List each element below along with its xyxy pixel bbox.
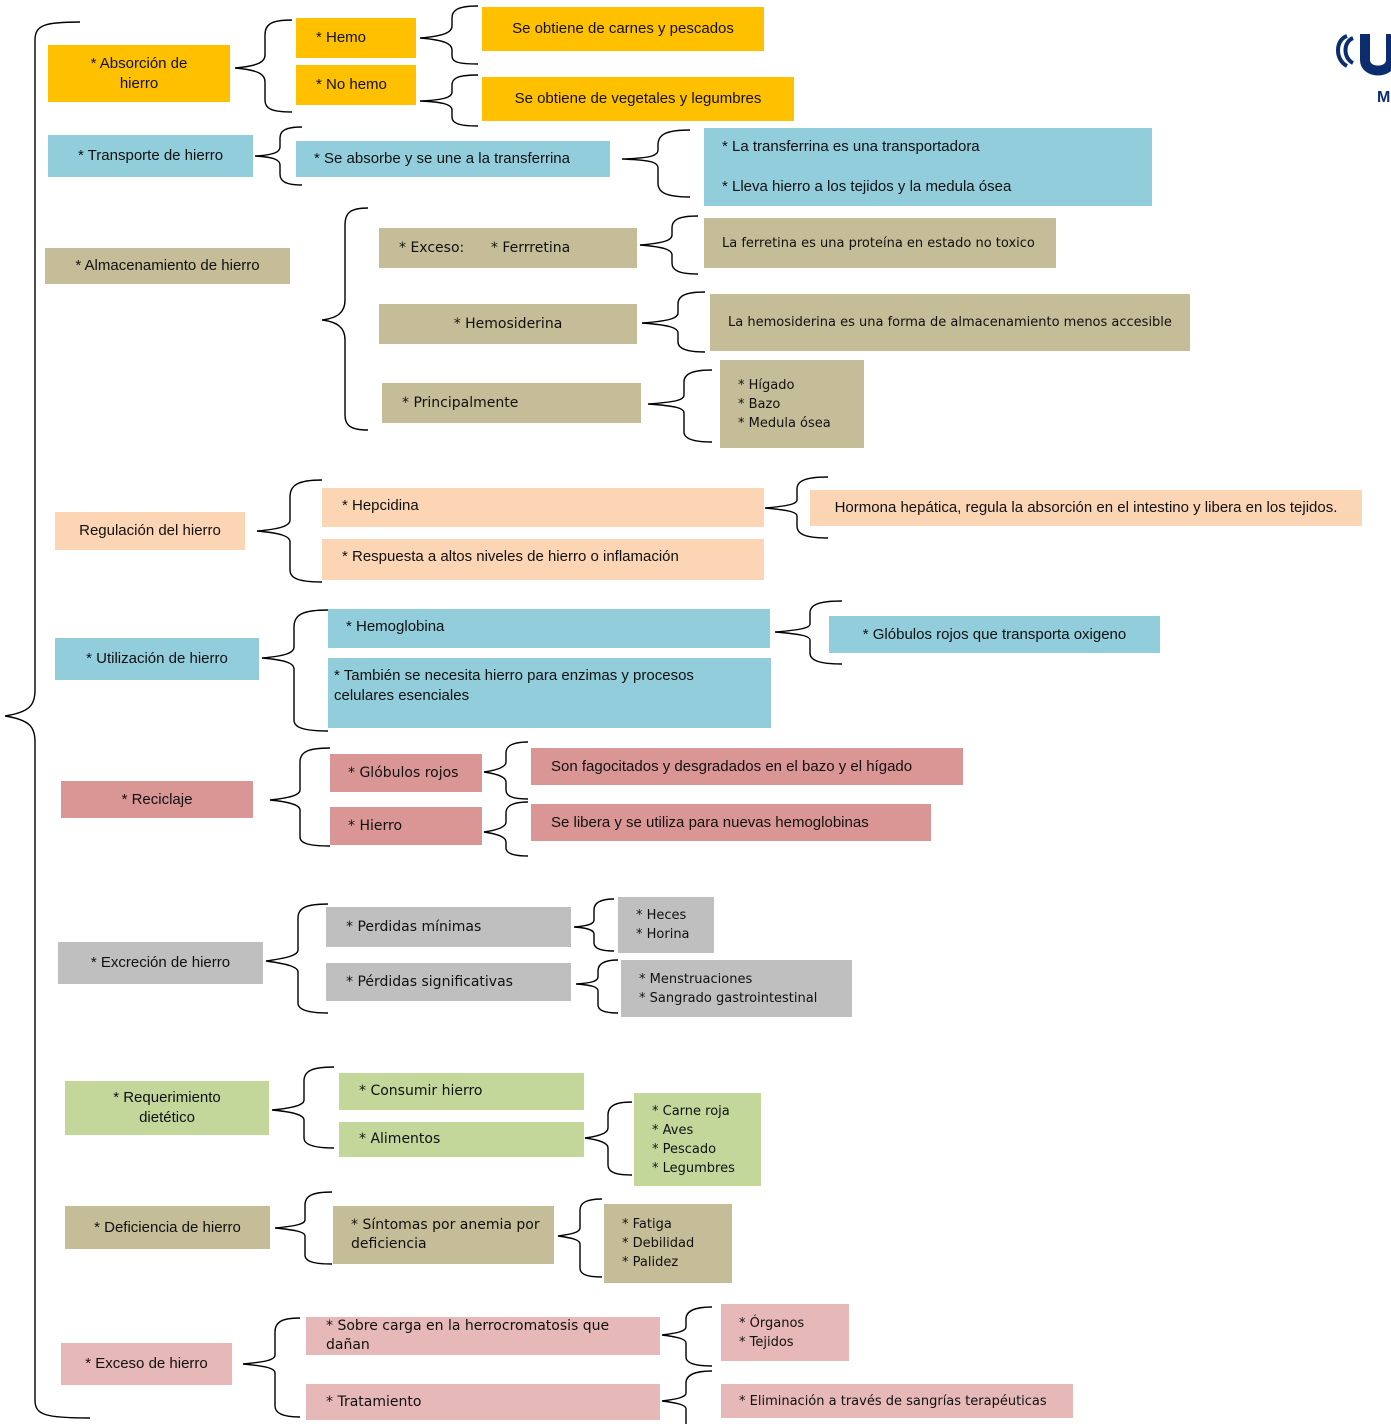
node-hierro-desc: Se libera y se utiliza para nuevas hemog… [531,804,931,841]
node-lugares: * Hígado * Bazo * Medula ósea [720,360,864,448]
node-hemosiderina-desc: La hemosiderina es una forma de almacena… [710,294,1190,351]
node-sintomas: * Síntomas por anemia por deficiencia [333,1206,554,1264]
node-globulos-rojos: * Glóbulos rojos [330,754,482,792]
node-requerimiento: * Requerimiento dietético [65,1081,269,1135]
node-minimas-desc: * Heces * Horina [618,897,714,953]
node-alimentos: * Alimentos [339,1122,584,1157]
node-excrecion: * Excreción de hierro [58,942,263,984]
node-enzimas: * También se necesita hierro para enzima… [328,658,771,728]
node-utilizacion: * Utilización de hierro [55,638,259,680]
node-hemo-desc: Se obtiene de carnes y pescados [482,7,764,51]
node-hemo: * Hemo [296,18,416,58]
node-hemoglobina-desc: * Glóbulos rojos que transporta oxigeno [829,616,1160,653]
node-exceso-ferretina: * Exceso: * Ferrretina [379,228,637,268]
node-exceso: * Exceso de hierro [61,1343,232,1385]
node-almacenamiento: * Almacenamiento de hierro [45,248,290,284]
node-hepcidina: * Hepcidina [322,488,764,527]
university-logo-icon: M [1333,26,1391,106]
node-hemosiderina: * Hemosiderina [379,304,637,344]
node-sintomas-desc: * Fatiga * Debilidad * Palidez [604,1204,732,1283]
node-deficiencia: * Deficiencia de hierro [65,1206,270,1249]
node-sobrecarga-desc: * Órganos * Tejidos [721,1304,849,1361]
node-hierro: * Hierro [330,807,482,845]
svg-text:M: M [1377,89,1390,106]
node-significativas-desc: * Menstruaciones * Sangrado gastrointest… [621,960,852,1017]
node-regulacion: Regulación del hierro [55,512,245,550]
node-no-hemo: * No hemo [296,65,416,105]
node-transporte-sub: * Se absorbe y se une a la transferrina [296,141,610,177]
node-absorcion: * Absorción de hierro [48,45,230,102]
node-perdidas-minimas: * Perdidas mínimas [326,907,571,947]
node-principalmente: * Principalmente [382,383,641,423]
node-perdidas-significativas: * Pérdidas significativas [326,963,571,1001]
node-respuesta: * Respuesta a altos niveles de hierro o … [322,539,764,580]
node-globulos-desc: Son fagocitados y desgradados en el bazo… [531,748,963,785]
node-transporte-desc: * La transferrina es una transportadora … [704,128,1152,206]
node-ferretina-desc: La ferretina es una proteína en estado n… [704,218,1056,268]
node-sobrecarga: * Sobre carga en la herrocromatosis que … [306,1317,660,1355]
node-hemoglobina: * Hemoglobina [328,609,770,648]
node-transporte: * Transporte de hierro [48,135,253,177]
node-alimentos-desc: * Carne roja * Aves * Pescado * Legumbre… [634,1093,761,1186]
node-consumir: * Consumir hierro [339,1073,584,1110]
node-hepcidina-desc: Hormona hepática, regula la absorción en… [810,490,1362,526]
node-tratamiento-desc: * Eliminación a través de sangrías terap… [721,1384,1073,1418]
node-tratamiento: * Tratamiento [306,1384,660,1420]
node-no-hemo-desc: Se obtiene de vegetales y legumbres [482,77,794,121]
node-reciclaje: * Reciclaje [61,781,253,818]
